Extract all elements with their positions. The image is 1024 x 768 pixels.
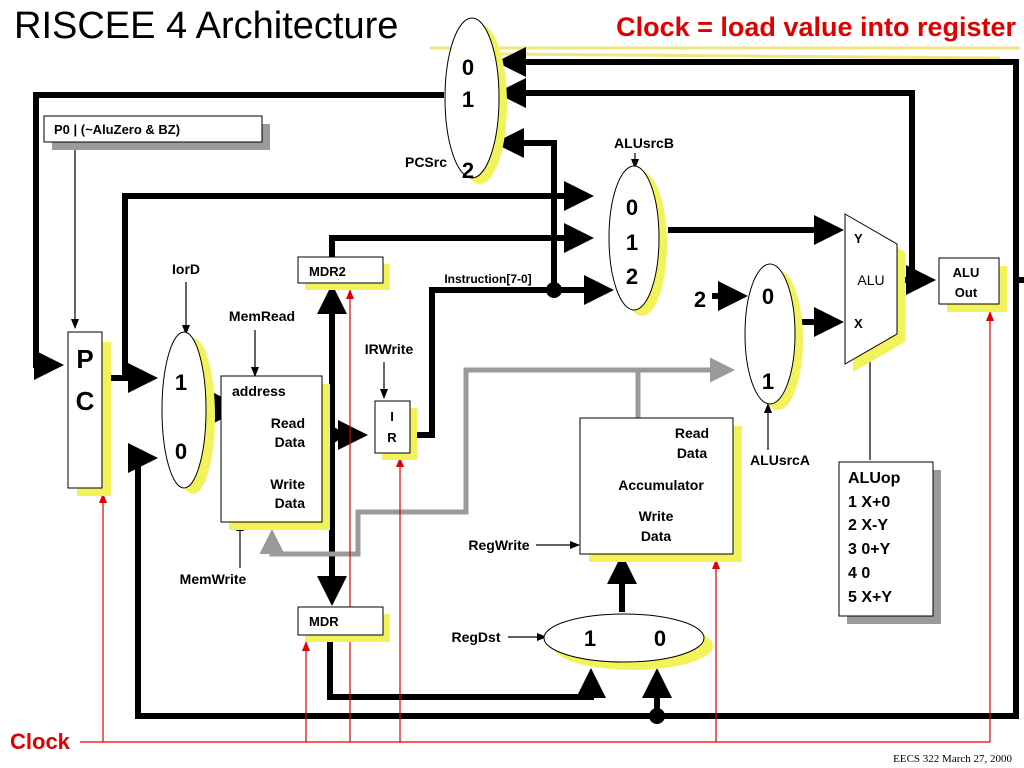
iord-label: IorD — [172, 261, 200, 277]
alusrcb-mux: 0 1 2 — [608, 165, 667, 316]
memory-address-label: address — [232, 383, 286, 399]
alusrca-label: ALUsrcA — [750, 452, 810, 468]
alu-y-label: Y — [854, 231, 863, 246]
memory-write-label: Write — [270, 476, 305, 492]
aluop-title: ALUop — [848, 470, 901, 487]
alub-mux-input-2: 2 — [626, 264, 638, 289]
pc-mux-input-1: 1 — [462, 87, 474, 112]
alua-mux-input-1: 1 — [762, 369, 774, 394]
memory-address-mux: 1 0 — [161, 331, 215, 494]
mdr2-register: MDR2 — [297, 256, 390, 290]
irwrite-label: IRWrite — [365, 341, 414, 357]
acc-read-label: Read — [675, 425, 709, 441]
aluop-table: ALUop 1 X+0 2 X-Y 3 0+Y 4 0 5 X+Y — [838, 461, 941, 624]
mem-mux-input-0: 0 — [175, 439, 187, 464]
regwrite-label: RegWrite — [468, 537, 529, 553]
pc-register: P C — [67, 331, 111, 496]
alu: Y ALU X — [844, 213, 905, 372]
instruction-label: Instruction[7-0] — [444, 272, 531, 286]
aluout-label-1: ALU — [953, 265, 980, 280]
slide-headline: Clock = load value into register — [616, 12, 1016, 42]
aluop-item: 1 X+0 — [848, 494, 890, 511]
pc-source-mux: 0 1 2 — [444, 17, 507, 184]
accumulator-read-wire — [259, 357, 735, 557]
ir-label-r: R — [387, 430, 397, 445]
memory-write-data-label: Data — [275, 495, 306, 511]
aluop-item: 4 0 — [848, 565, 870, 582]
slide-title: RISCEE 4 Architecture — [14, 5, 398, 47]
alusrca-mux: 0 1 — [744, 263, 803, 410]
pc-label-c: C — [76, 386, 95, 416]
memory-unit: address Read Data Write Data — [220, 375, 330, 530]
accumulator: Read Data Accumulator Write Data — [579, 417, 742, 562]
memread-label: MemRead — [229, 308, 295, 324]
aluop-item: 5 X+Y — [848, 589, 892, 606]
memory-read-label: Read — [271, 415, 305, 431]
alub-mux-input-0: 0 — [626, 195, 638, 220]
mem-mux-input-1: 1 — [175, 370, 187, 395]
clock-label: Clock — [10, 729, 71, 754]
memory-read-data-label: Data — [275, 434, 306, 450]
alusrcb-label: ALUsrcB — [614, 135, 674, 151]
mdr-register: MDR — [297, 606, 390, 642]
pc-mux-input-0: 0 — [462, 55, 474, 80]
aluop-item: 3 0+Y — [848, 541, 891, 558]
slide-footer: EECS 322 March 27, 2000 — [893, 753, 1012, 765]
pc-condition-text: P0 | (~AluZero & BZ) — [54, 122, 180, 137]
aluop-item: 2 X-Y — [848, 517, 888, 534]
acc-write-label: Write — [639, 508, 674, 524]
memwrite-label: MemWrite — [180, 571, 247, 587]
alu-label: ALU — [857, 272, 884, 288]
ir-label-i: I — [390, 409, 394, 424]
reg-mux-input-1: 1 — [584, 626, 596, 651]
regdst-mux: 1 0 — [543, 613, 713, 670]
constant-two-label: 2 — [694, 287, 706, 312]
mdr2-label: MDR2 — [309, 264, 346, 279]
acc-read-data-label: Data — [677, 445, 708, 461]
accumulator-label: Accumulator — [618, 477, 704, 493]
acc-write-data-label: Data — [641, 528, 672, 544]
pc-condition-box: P0 | (~AluZero & BZ) — [43, 115, 270, 150]
pc-mux-input-2: 2 — [462, 158, 474, 183]
alua-mux-input-0: 0 — [762, 284, 774, 309]
signal-labels: IorD MemRead MemWrite IRWrite Instructio… — [172, 135, 810, 645]
pcsrc-label: PCSrc — [405, 154, 447, 170]
mdr-label: MDR — [309, 614, 339, 629]
title-stripe — [430, 46, 1020, 60]
clock-wires — [80, 289, 994, 743]
alu-x-label: X — [854, 316, 863, 331]
pc-label-p: P — [76, 344, 93, 374]
alub-mux-input-1: 1 — [626, 230, 638, 255]
reg-mux-input-0: 0 — [654, 626, 666, 651]
instruction-register: I R — [374, 400, 417, 460]
aluout-register: ALU Out — [938, 257, 1007, 312]
aluout-label-2: Out — [955, 285, 978, 300]
regdst-label: RegDst — [451, 629, 500, 645]
